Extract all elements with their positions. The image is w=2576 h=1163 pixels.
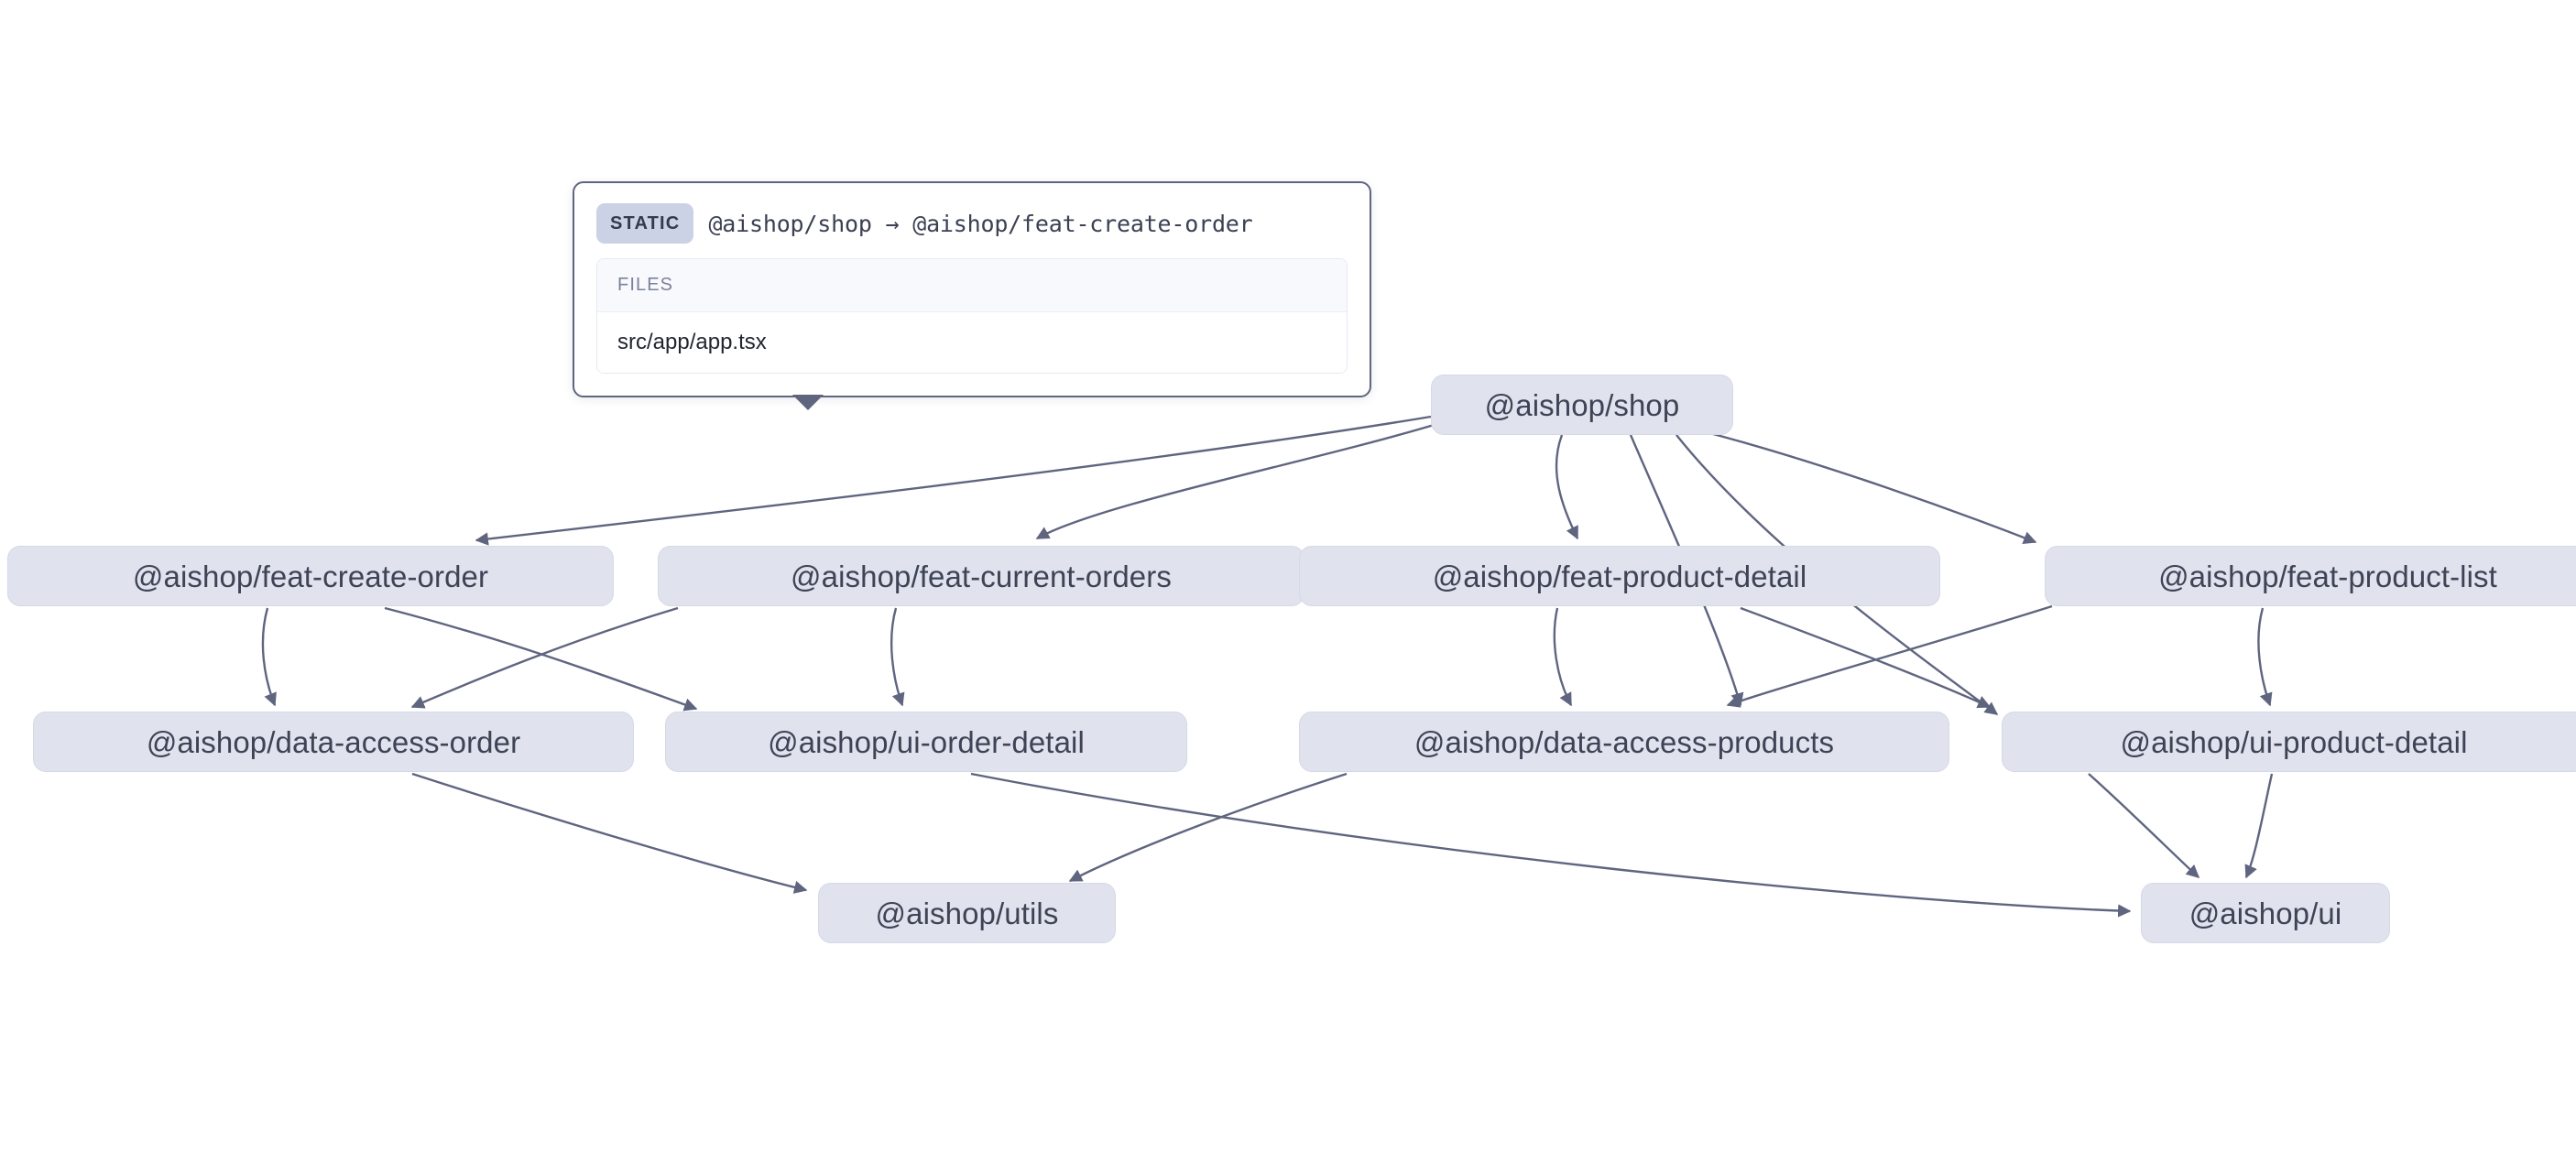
edge-data-access-products-to-utils <box>1068 772 1348 883</box>
edge-feat-product-detail-to-data-access-products <box>1553 607 1573 707</box>
edge-detail-title: @aishop/shop → @aishop/feat-create-order <box>708 210 1253 237</box>
edge-shop-to-feat-create-order <box>475 415 1432 546</box>
graph-node-label: @aishop/feat-create-order <box>132 559 489 593</box>
graph-node-label: @aishop/shop <box>1484 387 1680 422</box>
edge-feat-current-orders-to-ui-order-detail <box>890 607 905 707</box>
edge-shop-to-feat-current-orders <box>1035 421 1441 540</box>
graph-node-label: @aishop/ui <box>2189 896 2342 930</box>
file-list-item[interactable]: src/app/app.tsx <box>597 312 1347 373</box>
graph-node-feat-product-list[interactable]: @aishop/feat-product-list <box>2045 546 2576 606</box>
graph-node-label: @aishop/ui-product-detail <box>2120 724 2468 759</box>
files-column-header: FILES <box>597 259 1347 312</box>
graph-node-utils[interactable]: @aishop/utils <box>818 883 1116 943</box>
tooltip-pointer-icon <box>792 395 824 410</box>
edge-ui-order-detail-to-ui <box>970 772 2132 918</box>
edge-shop-to-feat-product-list <box>1698 429 2037 544</box>
edge-feat-product-list-to-ui-product-detail <box>2257 607 2273 707</box>
edge-feat-create-order-to-data-access-order <box>261 607 277 707</box>
graph-node-label: @aishop/data-access-products <box>1414 724 1835 759</box>
graph-node-label: @aishop/ui-order-detail <box>768 724 1085 759</box>
graph-node-ui-product-detail[interactable]: @aishop/ui-product-detail <box>2002 712 2576 772</box>
graph-node-label: @aishop/feat-current-orders <box>791 559 1172 593</box>
edge-feat-create-order-to-ui-order-detail <box>384 606 698 712</box>
edge-detail-files-panel: FILES src/app/app.tsx <box>596 258 1348 374</box>
graph-node-label: @aishop/feat-product-list <box>2158 559 2497 593</box>
edge-detail-header: STATIC @aishop/shop → @aishop/feat-creat… <box>574 183 1370 258</box>
graph-node-data-access-order[interactable]: @aishop/data-access-order <box>33 712 634 772</box>
graph-node-data-access-products[interactable]: @aishop/data-access-products <box>1299 712 1949 772</box>
graph-node-feat-current-orders[interactable]: @aishop/feat-current-orders <box>658 546 1304 606</box>
edge-feat-current-orders-to-data-access-order <box>410 606 679 709</box>
edge-data-access-order-to-utils <box>411 772 808 894</box>
graph-node-ui[interactable]: @aishop/ui <box>2141 883 2390 943</box>
edge-feat-product-list-to-data-access-products <box>1726 604 2053 708</box>
graph-node-shop[interactable]: @aishop/shop <box>1431 375 1733 435</box>
graph-node-ui-order-detail[interactable]: @aishop/ui-order-detail <box>665 712 1187 772</box>
edge-feat-product-detail-to-ui-product-detail <box>1740 606 1992 709</box>
edge-detail-tooltip: STATIC @aishop/shop → @aishop/feat-creat… <box>573 181 1371 410</box>
graph-node-feat-product-detail[interactable]: @aishop/feat-product-detail <box>1299 546 1940 606</box>
graph-node-label: @aishop/data-access-order <box>146 724 521 759</box>
graph-node-label: @aishop/feat-product-detail <box>1432 559 1807 593</box>
edge-type-badge: STATIC <box>596 203 694 244</box>
graph-node-label: @aishop/utils <box>875 896 1059 930</box>
edge-ui-product-detail-to-ui-alt <box>2244 773 2274 879</box>
edge-shop-to-feat-product-detail <box>1555 434 1579 540</box>
graph-node-feat-create-order[interactable]: @aishop/feat-create-order <box>7 546 614 606</box>
edge-ui-product-detail-to-ui <box>2088 773 2200 878</box>
